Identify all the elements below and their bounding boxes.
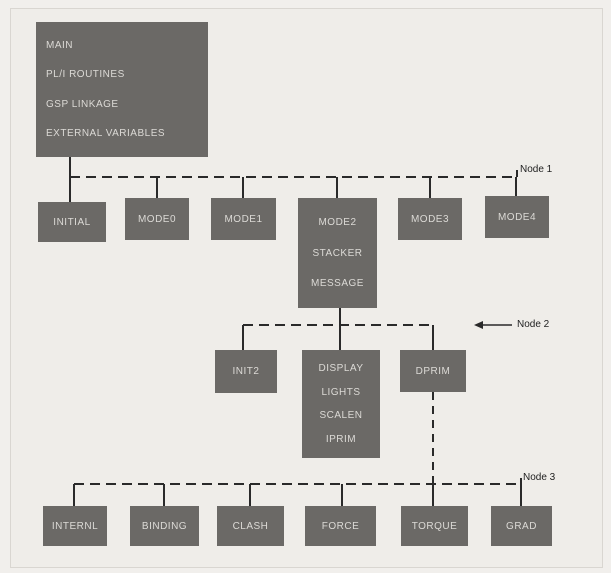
dprim-box: DPRIM	[400, 350, 466, 392]
force-label: FORCE	[321, 520, 360, 532]
stacker-label: STACKER	[312, 247, 363, 259]
scalen-label: SCALEN	[319, 410, 363, 422]
message-label: MESSAGE	[311, 277, 364, 289]
main-label: MAIN	[46, 40, 73, 52]
binding-label: BINDING	[141, 520, 188, 532]
gsp-linkage-label: GSP LINKAGE	[46, 98, 119, 110]
initial-box: INITIAL	[38, 202, 106, 242]
clash-label: CLASH	[232, 520, 269, 532]
node1-label: Node 1	[520, 164, 553, 175]
mode2-box: MODE2 STACKER MESSAGE	[298, 198, 377, 308]
mode3-box: MODE3	[398, 198, 462, 240]
pli-routines-label: PL/I ROUTINES	[46, 69, 125, 81]
mode4-box: MODE4	[485, 196, 549, 238]
init2-label: INIT2	[232, 366, 260, 377]
node2-arrow-head	[474, 321, 483, 329]
lights-label: LIGHTS	[321, 386, 361, 398]
display-label: DISPLAY	[318, 362, 364, 374]
main-box: MAIN PL/I ROUTINES GSP LINKAGE EXTERNAL …	[36, 22, 208, 157]
node3-label: Node 3	[523, 472, 556, 483]
dprim-label: DPRIM	[415, 365, 451, 377]
mode1-box: MODE1	[211, 198, 276, 240]
mode1-label: MODE1	[224, 213, 263, 225]
mode2-label: MODE2	[318, 217, 357, 229]
torque-box: TORQUE	[401, 506, 468, 546]
internl-label: INTERNL	[51, 520, 99, 532]
init2-box: INIT2	[215, 350, 277, 393]
torque-label: TORQUE	[411, 520, 458, 532]
iprim-label: IPRIM	[325, 434, 357, 446]
internl-box: INTERNL	[43, 506, 107, 546]
display-box: DISPLAY LIGHTS SCALEN IPRIM	[302, 350, 380, 458]
initial-label: INITIAL	[53, 216, 91, 228]
mode0-box: MODE0	[125, 198, 189, 240]
grad-box: GRAD	[491, 506, 552, 546]
binding-box: BINDING	[130, 506, 199, 546]
node2-label: Node 2	[517, 319, 550, 330]
external-variables-label: EXTERNAL VARIABLES	[46, 127, 166, 139]
clash-box: CLASH	[217, 506, 284, 546]
mode4-label: MODE4	[497, 211, 537, 223]
mode3-label: MODE3	[410, 213, 450, 225]
grad-label: GRAD	[506, 520, 537, 532]
force-box: FORCE	[305, 506, 376, 546]
mode0-label: MODE0	[137, 213, 177, 225]
